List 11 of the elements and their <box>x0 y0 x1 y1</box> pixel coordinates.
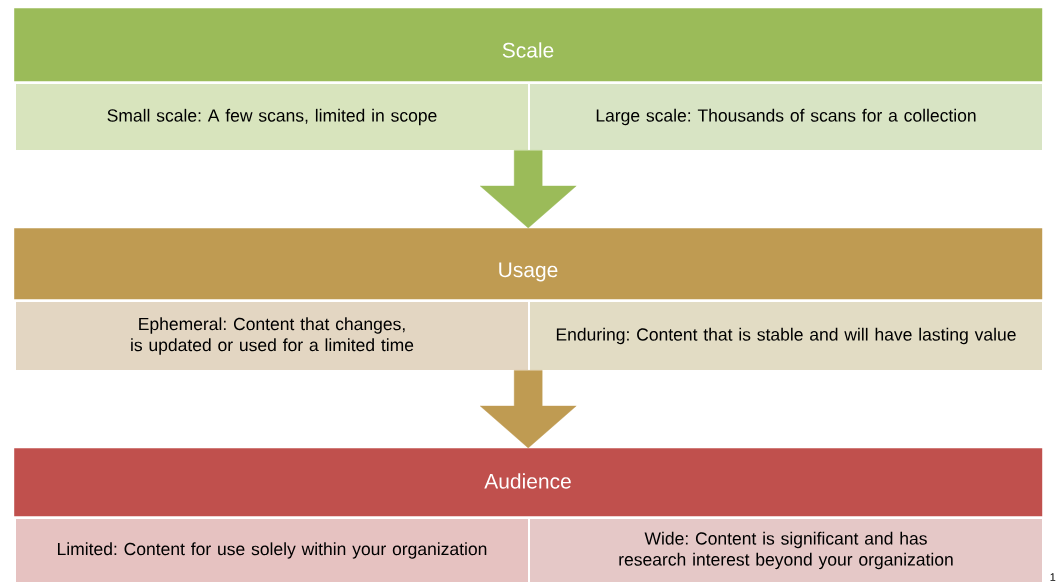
block-arrow <box>480 370 577 449</box>
text-box: Small scale: A few scans, limited in scope <box>14 82 530 152</box>
text-box: Large scale: Thousands of scans for a collection <box>528 82 1044 152</box>
text-box: Ephemeral: Content that changes, is updated or used for a limited time <box>14 300 530 372</box>
block-arrow <box>480 150 577 229</box>
category-band: Audience <box>14 448 1043 517</box>
category-band: Usage <box>14 228 1043 300</box>
text-box: Enduring: Content that is stable and will have lasting value <box>528 300 1044 372</box>
text-box: Limited: Content for use solely within your organization <box>14 517 530 584</box>
category-band: Scale <box>14 8 1043 82</box>
text-box: Wide: Content is significant and has research interest beyond your organization <box>528 517 1044 584</box>
